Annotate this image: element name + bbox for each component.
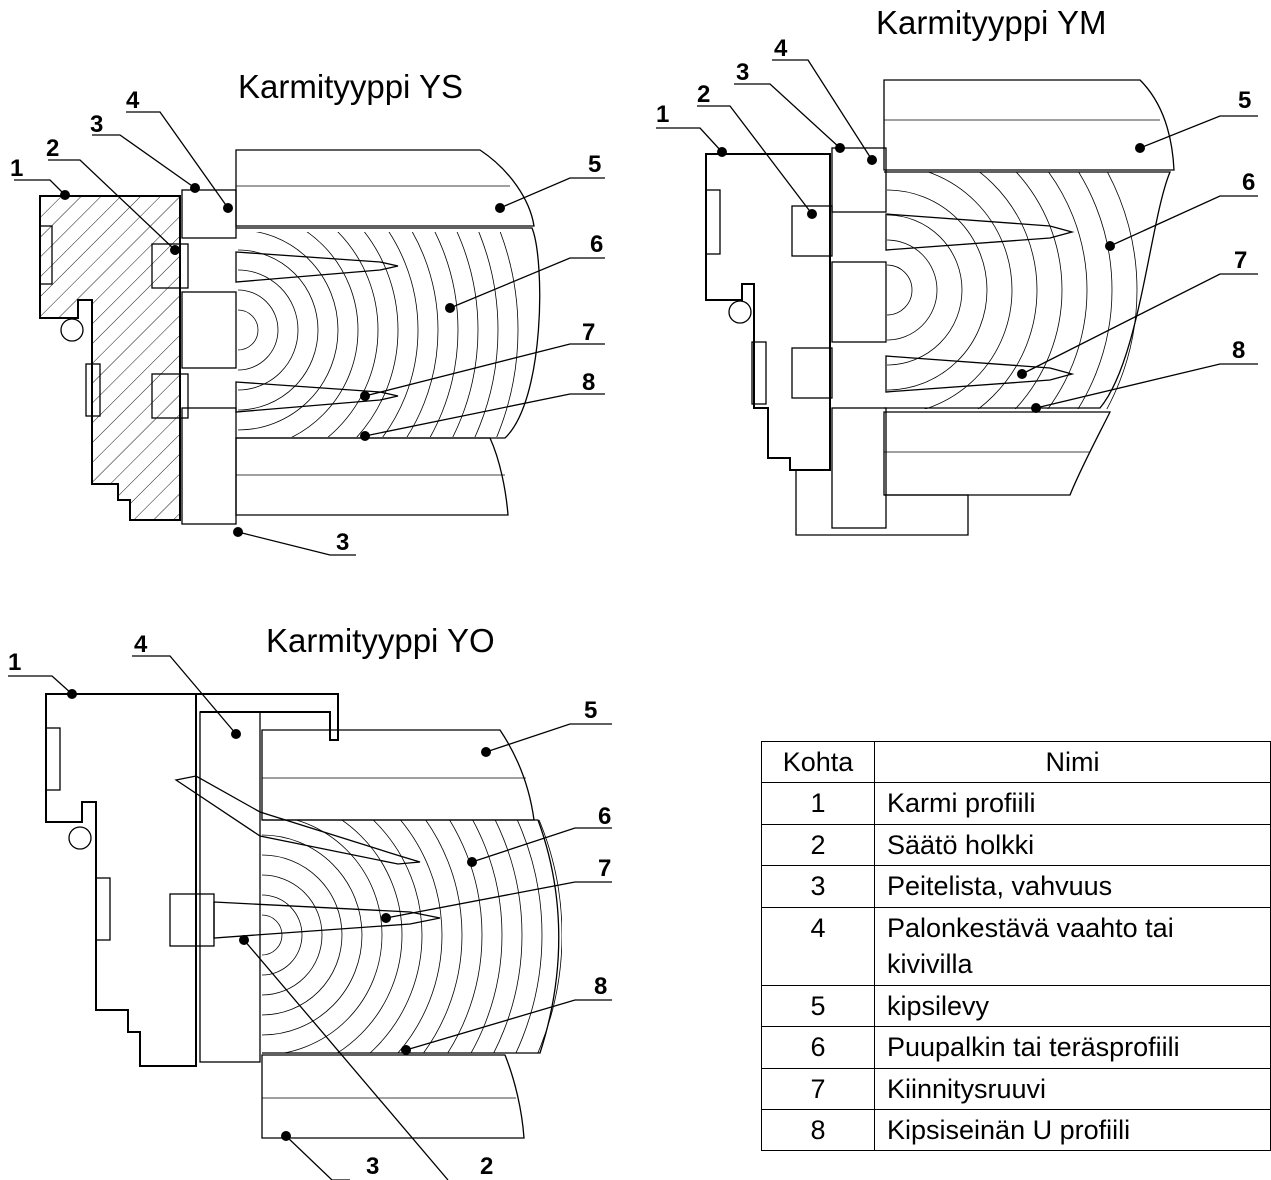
- cell-kohta: 7: [761, 1067, 875, 1110]
- callout-ym-7: 7: [1234, 247, 1247, 274]
- diagram-title-ys: Karmityyppi YS: [238, 68, 463, 105]
- callout-ys-8: 8: [582, 369, 595, 396]
- callout-ym-1: 1: [656, 101, 669, 128]
- screw-top-ys: [235, 251, 399, 283]
- wood-beam-yo: [262, 820, 562, 1053]
- gypsum-board-top-ym: [883, 79, 1175, 171]
- callout-yo-3: 3: [366, 1153, 379, 1180]
- cell-nimi: Palonkestävä vaahto tai kivivilla: [874, 906, 1271, 986]
- callout-ys-3b: 3: [336, 529, 349, 556]
- callout-yo-7: 7: [598, 855, 611, 882]
- header-kohta: Kohta: [761, 740, 875, 784]
- cell-kohta: 1: [761, 782, 875, 825]
- screw-upper-yo: [174, 775, 421, 865]
- wood-beam-ym: [887, 172, 1138, 409]
- diagram-title-ym: Karmityyppi YM: [876, 4, 1106, 41]
- callout-ym-8: 8: [1232, 337, 1245, 364]
- cell-kohta: 4: [761, 906, 875, 986]
- screw-top-ym: [885, 213, 1075, 251]
- cell-nimi: Kiinnitysruuvi: [874, 1067, 1271, 1110]
- insulation-yo: [199, 711, 261, 1063]
- callout-ym-5: 5: [1238, 87, 1251, 114]
- screw-lower-yo: [213, 901, 441, 939]
- cell-kohta: 5: [761, 984, 875, 1028]
- header-nimi: Nimi: [874, 740, 1271, 784]
- diagram-ys: Karmityyppi YS: [10, 68, 605, 556]
- cell-nimi: Peitelista, vahvuus: [874, 865, 1271, 908]
- gypsum-board-top-yo: [261, 729, 535, 821]
- diagram-ym: Karmityyppi YM 1: [656, 4, 1258, 536]
- callout-yo-2: 2: [480, 1153, 493, 1180]
- cell-nimi: kipsilevy: [874, 984, 1271, 1028]
- callout-ys-1: 1: [10, 155, 23, 182]
- frame-profile-ys: [39, 195, 181, 521]
- callout-ys-5: 5: [588, 151, 601, 178]
- frame-profile-ym: [705, 153, 831, 471]
- diagram-yo: Karmityyppi YO 1 4: [8, 622, 612, 1180]
- cell-nimi: Säätö holkki: [874, 823, 1271, 867]
- parts-table-header: Kohta Nimi: [761, 740, 1271, 784]
- wood-beam-ys: [238, 232, 519, 437]
- callout-ym-4: 4: [774, 35, 788, 62]
- cell-kohta: 6: [761, 1026, 875, 1069]
- cell-kohta: 8: [761, 1108, 875, 1152]
- callout-ys-7: 7: [582, 319, 595, 346]
- callout-ys-6: 6: [590, 231, 603, 258]
- callout-ys-4: 4: [126, 87, 140, 114]
- callout-yo-1: 1: [8, 649, 21, 676]
- frame-profile-yo: [45, 693, 197, 1067]
- callout-ys-3: 3: [90, 111, 103, 138]
- callout-yo-4: 4: [134, 631, 148, 658]
- cell-nimi: Puupalkin tai teräsprofiili: [874, 1026, 1271, 1069]
- callout-yo-8: 8: [594, 973, 607, 1000]
- callout-yo-6: 6: [598, 803, 611, 830]
- callout-ym-6: 6: [1242, 169, 1255, 196]
- gypsum-board-top-ys: [235, 149, 535, 227]
- cell-kohta: 3: [761, 865, 875, 908]
- diagram-title-yo: Karmityyppi YO: [266, 622, 495, 659]
- callout-ys-2: 2: [46, 135, 59, 162]
- callout-ym-3: 3: [736, 59, 749, 86]
- callout-ym-2: 2: [697, 81, 710, 108]
- callout-yo-5: 5: [584, 697, 597, 724]
- insulation-top-ys: [181, 189, 237, 239]
- cell-nimi: Karmi profiili: [874, 782, 1271, 825]
- cell-kohta: 2: [761, 823, 875, 867]
- cell-nimi: Kipsiseinän U profiili: [874, 1108, 1271, 1152]
